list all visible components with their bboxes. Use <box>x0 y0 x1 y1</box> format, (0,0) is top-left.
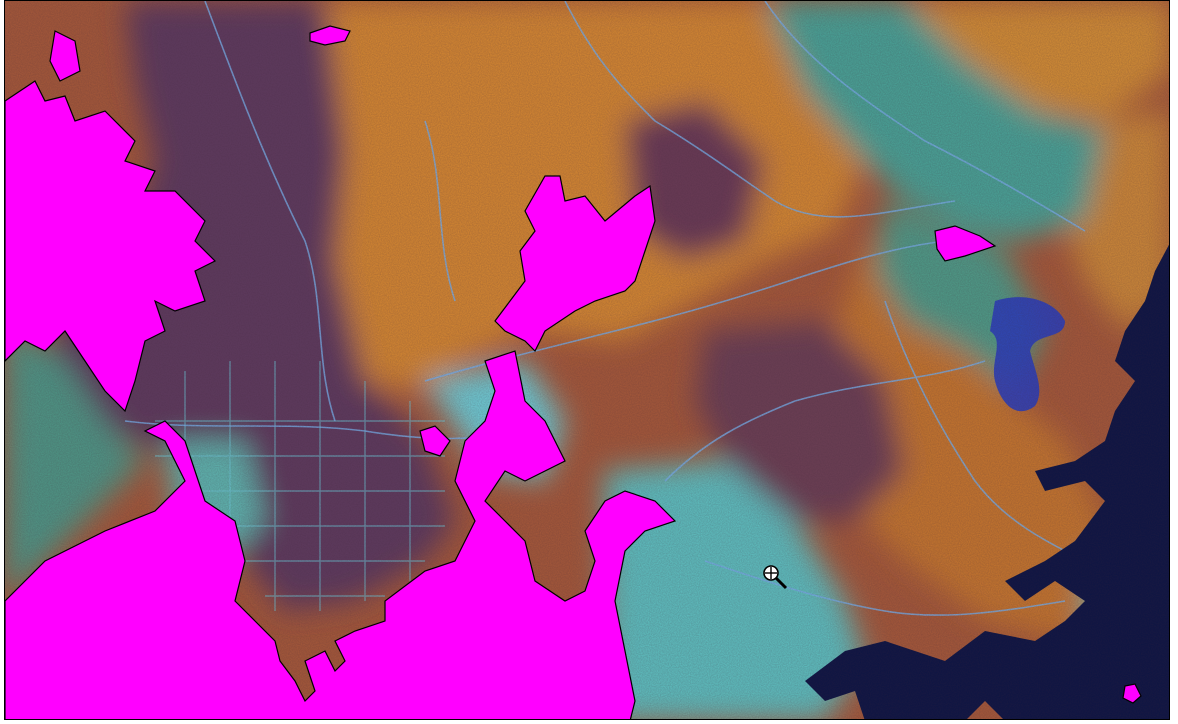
map-canvas[interactable] <box>5 1 1170 720</box>
mask-polygon-nw-tip[interactable] <box>49 30 81 82</box>
mask-polygon-se-tiny[interactable] <box>1122 683 1142 704</box>
crosshair-cursor-icon <box>763 565 788 590</box>
mask-polygon-central[interactable] <box>494 175 656 353</box>
map-view[interactable] <box>4 0 1170 720</box>
mask-polygon-west[interactable] <box>5 80 217 413</box>
mask-polygons[interactable] <box>5 25 1142 720</box>
mask-polygon-top[interactable] <box>309 25 351 46</box>
mask-polygon-east[interactable] <box>934 225 997 262</box>
mask-polygon-small-center[interactable] <box>419 425 451 457</box>
mask-polygon-south[interactable] <box>5 350 677 720</box>
